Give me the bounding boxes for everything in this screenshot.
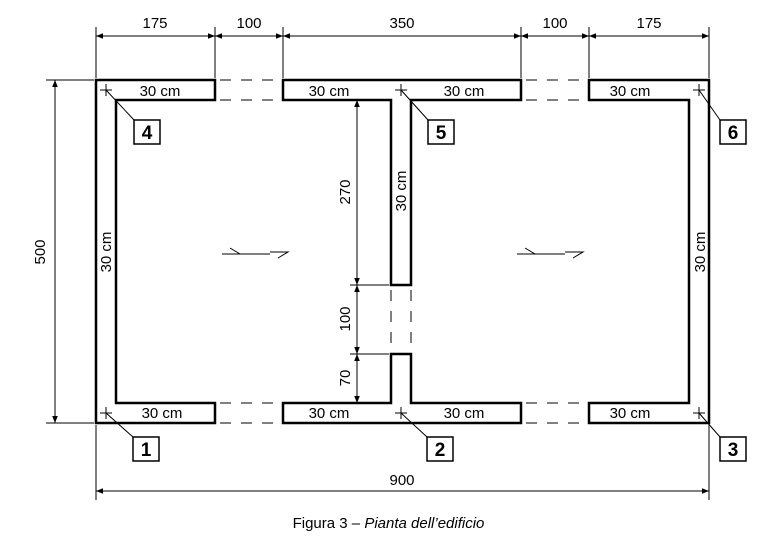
dim-top-3: 350 xyxy=(389,15,414,32)
dim-partition-1: 270 xyxy=(337,179,354,204)
dim-bottom-total: 900 xyxy=(389,472,414,489)
partition-dimension-chain xyxy=(350,99,389,403)
wall-label-bottom-2: 30 cm xyxy=(309,405,350,422)
dim-top-1: 175 xyxy=(142,15,167,32)
walls xyxy=(94,78,711,425)
node-label-2: 2 xyxy=(435,440,446,461)
wall-label-right: 30 cm xyxy=(692,232,709,273)
slab-span-symbols xyxy=(222,247,585,259)
node-label-4: 4 xyxy=(142,123,153,144)
left-wall-section xyxy=(94,78,217,425)
node-label-3: 3 xyxy=(728,440,739,461)
slab-span-symbol-left xyxy=(222,247,290,259)
top-dimension-labels: 175 100 350 100 175 xyxy=(142,15,661,32)
bottom-dimension xyxy=(95,425,710,500)
node-box-2 xyxy=(426,436,454,462)
node-labels: 1 2 3 4 5 6 xyxy=(141,123,739,461)
wall-label-partition: 30 cm xyxy=(393,171,410,212)
center-bottom-wall-section xyxy=(281,352,523,425)
partition-dimension-labels: 270 100 70 xyxy=(337,179,354,386)
node-box-4 xyxy=(133,119,161,145)
node-label-6: 6 xyxy=(728,123,739,144)
openings xyxy=(220,79,589,424)
left-dimension xyxy=(46,79,94,424)
wall-label-top-3: 30 cm xyxy=(444,83,485,100)
right-wall-section xyxy=(587,78,711,425)
wall-thickness-labels: 30 cm 30 cm 30 cm 30 cm 30 cm 30 cm 30 c… xyxy=(98,83,709,422)
node-box-1 xyxy=(132,436,160,462)
wall-label-bottom-4: 30 cm xyxy=(610,405,651,422)
node-markers xyxy=(100,84,721,438)
node-boxes xyxy=(132,119,747,462)
node-box-6 xyxy=(719,119,747,145)
wall-label-top-1: 30 cm xyxy=(140,83,181,100)
slab-span-symbol-right xyxy=(517,247,585,259)
dim-top-5: 175 xyxy=(636,15,661,32)
caption-title: Pianta dell’edificio xyxy=(364,515,485,532)
wall-label-top-4: 30 cm xyxy=(610,83,651,100)
node-label-1: 1 xyxy=(141,440,152,461)
node-box-3 xyxy=(719,436,747,462)
top-dimension-chain xyxy=(95,27,710,78)
wall-label-left: 30 cm xyxy=(98,232,115,273)
wall-label-top-2: 30 cm xyxy=(309,83,350,100)
dim-top-2: 100 xyxy=(236,15,261,32)
wall-label-bottom-1: 30 cm xyxy=(142,405,183,422)
node-label-5: 5 xyxy=(436,123,447,144)
caption-prefix: Figura 3 – xyxy=(292,515,365,532)
dim-top-4: 100 xyxy=(542,15,567,32)
figure-caption: Figura 3 – Pianta dell’edificio xyxy=(0,515,777,532)
center-wall-section xyxy=(281,78,523,287)
wall-label-bottom-3: 30 cm xyxy=(444,405,485,422)
dim-partition-2: 100 xyxy=(337,306,354,331)
dim-partition-3: 70 xyxy=(337,370,354,387)
dim-left-height: 500 xyxy=(32,239,49,264)
node-box-5 xyxy=(427,119,455,145)
